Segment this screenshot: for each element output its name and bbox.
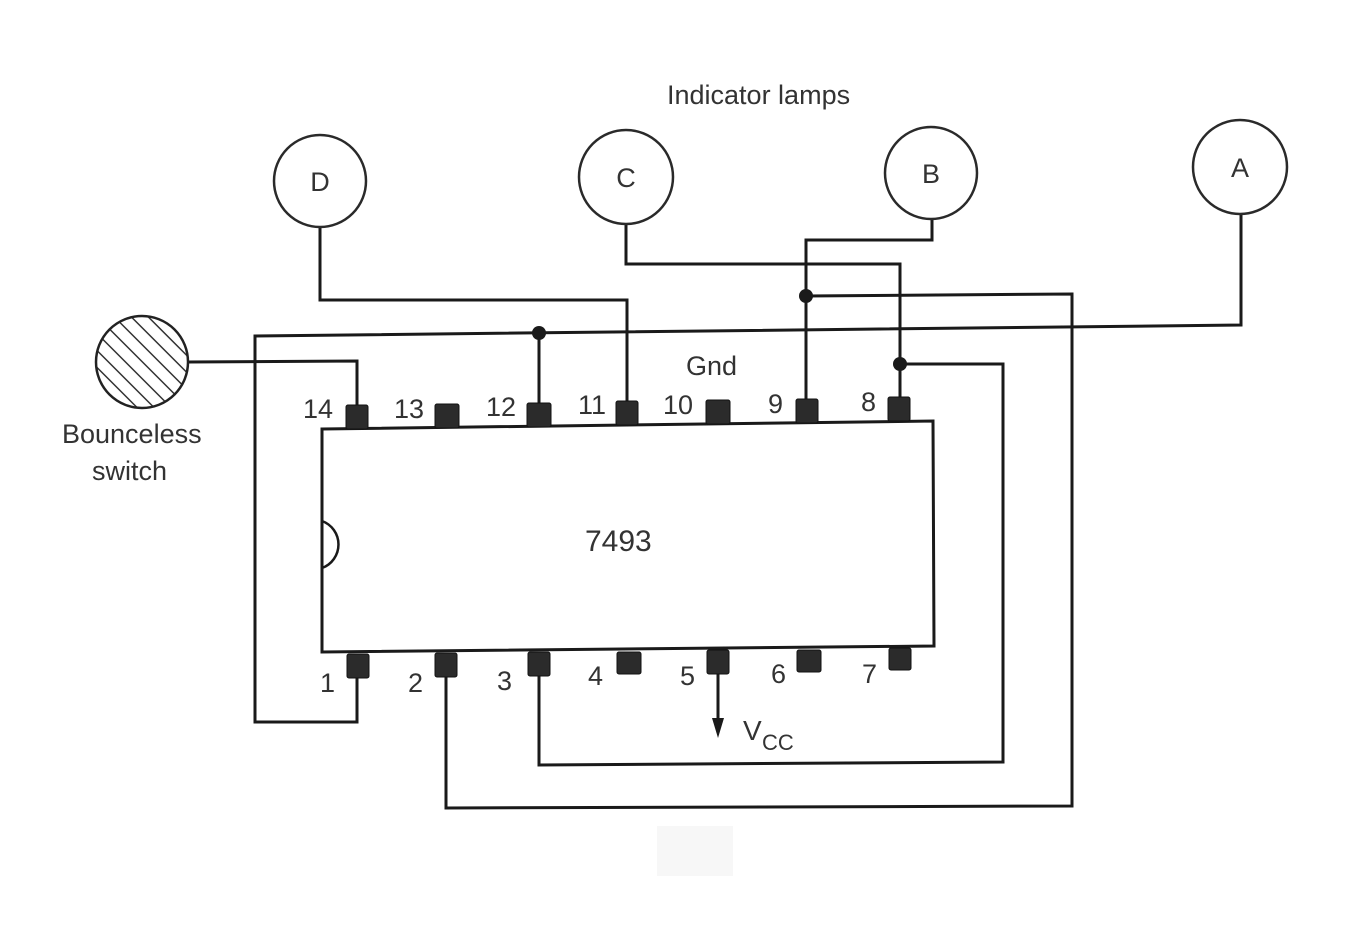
- switch-label-line1: Bounceless: [62, 419, 202, 449]
- vcc-arrow-icon: [712, 718, 724, 738]
- indicator-lamps-title: Indicator lamps: [667, 80, 850, 110]
- chip-label: 7493: [585, 525, 652, 558]
- scan-artifact: [657, 826, 733, 876]
- wire-lamp-a-bus: [253, 214, 1243, 724]
- pin-label-8: 8: [861, 387, 876, 417]
- bottom-pins: 1 2 3 4 5 6 7 V CC: [320, 647, 912, 755]
- pin-14: [345, 404, 369, 430]
- lamp-a-label: A: [1231, 153, 1249, 183]
- wire-switch-to-pin-14: [187, 359, 359, 405]
- pin-5: [706, 649, 730, 675]
- gnd-label: Gnd: [686, 351, 737, 381]
- pin-label-9: 9: [768, 389, 783, 419]
- lamp-a: A: [1191, 118, 1289, 216]
- vcc-label: V: [743, 715, 762, 746]
- bounceless-switch: Bounceless switch: [62, 314, 202, 486]
- lamp-b: B: [883, 125, 979, 221]
- pin-label-14: 14: [303, 394, 333, 424]
- chip-notch-icon: [321, 519, 340, 570]
- switch-hatched-icon: [94, 314, 190, 410]
- pin-label-3: 3: [497, 666, 512, 696]
- junction-pin-12: [532, 326, 546, 340]
- pin-6: [796, 649, 822, 673]
- switch-label-line2: switch: [92, 456, 167, 486]
- wire-pin-9-to-pin-2: [444, 292, 1074, 810]
- pin-13: [434, 403, 460, 429]
- ic-7493: 7493: [320, 419, 936, 654]
- pin-label-11: 11: [578, 390, 606, 420]
- lamp-c: C: [577, 128, 675, 226]
- pin-7: [888, 647, 912, 671]
- junction-pin-8: [893, 357, 907, 371]
- pin-10: [705, 399, 731, 425]
- pin-label-6: 6: [771, 659, 786, 689]
- pin-label-5: 5: [680, 661, 695, 691]
- lamp-d: D: [272, 133, 368, 229]
- pin-label-12: 12: [486, 392, 516, 422]
- pin-8: [887, 396, 911, 422]
- pin-1: [346, 653, 370, 679]
- pin-2: [434, 652, 458, 678]
- wire-lamp-d-to-pin-11: [318, 227, 629, 405]
- pin-label-10: 10: [663, 390, 693, 420]
- lamp-b-label: B: [922, 159, 940, 189]
- wire-lamp-b-to-pin-9: [804, 219, 934, 400]
- top-pins: 14 13 12 11 10 9 8 Gnd: [303, 351, 911, 430]
- pin-12: [526, 402, 552, 428]
- junction-pin-9: [799, 289, 813, 303]
- pin-label-7: 7: [862, 659, 877, 689]
- pin-label-2: 2: [408, 668, 423, 698]
- pin-4: [616, 651, 642, 675]
- wires: [187, 214, 1243, 810]
- wire-lamp-c-to-pin-8: [624, 224, 902, 400]
- pin-11: [615, 400, 639, 426]
- lamp-c-label: C: [616, 163, 636, 193]
- wire-pin-8-to-pin-3: [537, 362, 1005, 767]
- pin-3: [527, 651, 551, 677]
- lamp-d-label: D: [310, 167, 330, 197]
- vcc-subscript: CC: [762, 730, 794, 755]
- pin-label-1: 1: [320, 668, 335, 698]
- pin-label-13: 13: [394, 394, 424, 424]
- pin-label-4: 4: [588, 661, 603, 691]
- pin-9: [795, 398, 819, 424]
